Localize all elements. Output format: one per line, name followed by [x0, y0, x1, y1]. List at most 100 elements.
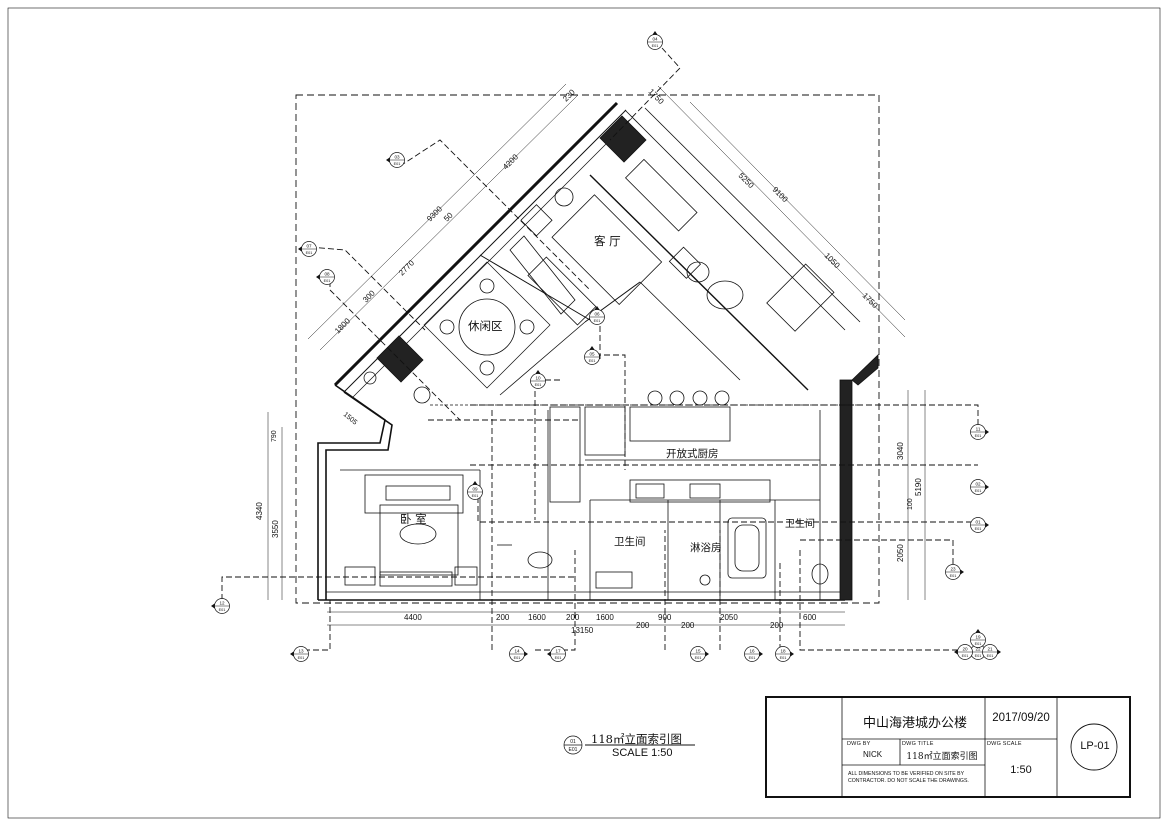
dwg-by-value: NICK: [862, 750, 883, 759]
plan-marker-id: 01: [570, 739, 576, 745]
dim-2050h: 2050: [720, 613, 738, 622]
dim-790: 790: [271, 430, 278, 442]
dim-1750a: 1750: [647, 87, 666, 106]
dim-3550: 3550: [271, 520, 280, 538]
dim-5250: 5250: [737, 171, 756, 190]
marker-id: 23: [950, 567, 956, 572]
room-label-bath1: 卫生间: [614, 535, 646, 548]
bed: [364, 474, 464, 576]
marker-id: 03: [394, 155, 400, 160]
marker-id: 21: [987, 647, 993, 652]
lounge-table: [423, 261, 551, 389]
dim-1600a: 1600: [528, 613, 546, 622]
marker-ref: E01: [975, 527, 982, 531]
marker-id: 01: [975, 520, 981, 525]
marker-ref: E01: [589, 359, 596, 363]
marker-id: 12: [219, 601, 225, 606]
left-exterior-wall: [317, 384, 393, 600]
dimension-lines: [267, 83, 926, 626]
marker-id: 13: [298, 649, 304, 654]
marker-ref: E01: [555, 656, 562, 660]
title-block-frame: [765, 696, 1131, 798]
kitchen-counter: [549, 406, 820, 503]
marker-id: 11: [976, 427, 981, 432]
plan-title-marker: [563, 735, 695, 755]
dim-1800: 1800: [333, 316, 352, 335]
drawing-date: 2017/09/20: [992, 712, 1050, 724]
marker-id: 14: [514, 649, 520, 654]
marker-id: 20: [962, 647, 968, 652]
marker-ref: E01: [749, 656, 756, 660]
marker-ref: E01: [962, 654, 969, 658]
marker-id: 22: [975, 647, 981, 652]
dim-9100: 9100: [771, 185, 790, 204]
room-label-bedroom: 卧 室: [400, 512, 427, 526]
plan-scale: SCALE 1:50: [612, 747, 673, 759]
dim-230: 230: [561, 87, 577, 103]
marker-id: 05: [589, 352, 595, 357]
dim-13150: 13150: [571, 626, 594, 635]
reference-lines: [221, 47, 979, 651]
marker-ref: E01: [594, 319, 601, 323]
dim-5190: 5190: [914, 478, 923, 496]
dim-1505: 1505: [342, 411, 359, 426]
dwg-title-value: 118㎡立面索引图: [906, 752, 978, 762]
marker-ref: E01: [394, 162, 401, 166]
dim-2770: 2770: [397, 258, 416, 277]
plan-marker-ref: E01: [569, 747, 578, 753]
marker-ref: E01: [975, 654, 982, 658]
site-boundary: [295, 94, 880, 604]
column-top: [599, 115, 647, 163]
marker-id: 04: [652, 37, 658, 42]
dim-1050: 1050: [823, 251, 842, 270]
marker-ref: E01: [987, 654, 994, 658]
marker-id: 16: [749, 649, 755, 654]
marker-ref: E01: [219, 608, 226, 612]
bathtub: [727, 517, 767, 579]
dim-4400: 4400: [404, 613, 422, 622]
dim-50: 50: [442, 210, 455, 223]
room-label-kitchen: 开放式厨房: [666, 447, 719, 460]
sheet-number: LP-01: [1080, 740, 1110, 752]
marker-id: 19: [975, 635, 981, 640]
dim-3040: 3040: [896, 442, 905, 460]
room-label-shower: 淋浴房: [690, 541, 722, 554]
inner-diagonal-wall: [589, 107, 861, 391]
marker-ref: E01: [514, 656, 521, 660]
elevation-markers: 04E0103E0107E0108E0106E0105E0110E0109E01…: [211, 31, 1001, 662]
marker-ref: E01: [324, 279, 331, 283]
marker-ref: E01: [695, 656, 702, 660]
dim-300: 300: [361, 288, 377, 304]
dwg-title-label: DWG TITLE: [902, 741, 934, 747]
marker-ref: E01: [298, 656, 305, 660]
dim-900: 900: [658, 613, 672, 622]
dim-4340: 4340: [255, 502, 264, 520]
room-label-living: 客 厅: [594, 234, 621, 248]
dim-200c: 200: [636, 621, 650, 630]
marker-id: 08: [324, 272, 330, 277]
dim-200a: 200: [496, 613, 510, 622]
dwg-scale-label: DWG SCALE: [987, 741, 1022, 747]
marker-id: 02: [975, 482, 981, 487]
marker-ref: E01: [780, 656, 787, 660]
marker-ref: E01: [472, 494, 479, 498]
